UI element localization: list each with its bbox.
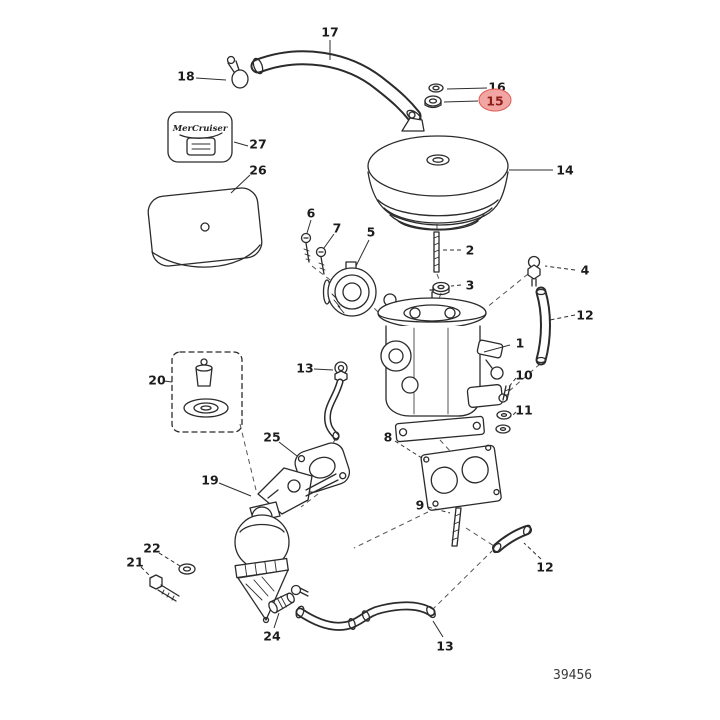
screw-7 [315, 246, 327, 275]
fitting-4 [527, 255, 541, 287]
air-hose [250, 50, 422, 124]
nuts-11 [495, 410, 512, 434]
callout-13-bottom[interactable]: 13 [436, 639, 453, 654]
leader-line-20 [163, 380, 173, 383]
leader-line-12-right [549, 314, 576, 321]
leader-line-10 [507, 377, 517, 389]
stud-10 [502, 385, 511, 401]
screw-6 [300, 232, 312, 263]
stud-9 [451, 507, 462, 547]
fitting-24 [268, 592, 295, 614]
highlight-circle [478, 88, 512, 112]
callout-19[interactable]: 19 [201, 473, 218, 488]
brand-decal [167, 111, 233, 163]
leader-line-13-left [313, 368, 334, 371]
callout-7[interactable]: 7 [333, 221, 342, 236]
washer-22 [178, 563, 196, 575]
callout-5[interactable]: 5 [367, 225, 376, 240]
fuel-pump [234, 467, 339, 624]
stud-2 [433, 231, 440, 273]
nut-15 [424, 95, 442, 109]
leader-line-12-bottom [523, 542, 542, 560]
callout-1[interactable]: 1 [516, 336, 525, 351]
repair-kit [171, 351, 243, 433]
callout-4[interactable]: 4 [581, 263, 590, 278]
hose-12-right [535, 286, 551, 366]
leader-line-3 [450, 284, 462, 287]
leader-line-15 [443, 100, 479, 103]
hose-clamp [226, 55, 249, 89]
callout-8[interactable]: 8 [384, 430, 393, 445]
callout-21[interactable]: 21 [126, 555, 143, 570]
callout-9[interactable]: 9 [416, 498, 425, 513]
nut-16 [428, 83, 444, 93]
callout-27[interactable]: 27 [249, 137, 266, 152]
leader-line-5 [355, 239, 370, 267]
base-gasket [420, 444, 502, 511]
leader-line-4 [544, 265, 576, 271]
doc-number: 39456 [553, 668, 592, 683]
callout-12-right[interactable]: 12 [576, 308, 593, 323]
callout-10[interactable]: 10 [515, 368, 533, 383]
leader-line-6 [306, 219, 312, 234]
callout-12-bottom[interactable]: 12 [536, 560, 553, 575]
leader-line-21 [140, 566, 153, 579]
leader-line-16 [446, 87, 488, 90]
leader-line-11 [510, 411, 517, 418]
fuel-fitting-13-left [324, 361, 348, 441]
leader-line-25 [278, 441, 298, 457]
nut-3 [432, 281, 450, 296]
leader-line-8 [394, 440, 426, 461]
leader-line-13-bottom [432, 620, 444, 638]
brand-decal-text: MerCruiser [172, 124, 228, 134]
callout-26[interactable]: 26 [249, 163, 267, 178]
air-cleaner [367, 111, 509, 231]
leader-line-27 [233, 141, 249, 147]
leader-line-24 [273, 612, 280, 629]
callout-20[interactable]: 20 [148, 373, 166, 388]
carburetor [377, 289, 508, 443]
hose-12-bottom [492, 524, 532, 554]
callout-24[interactable]: 24 [263, 629, 281, 644]
callout-14[interactable]: 14 [556, 163, 574, 178]
bolt-21 [149, 574, 180, 602]
leader-line-22 [158, 552, 181, 567]
callout-18[interactable]: 18 [177, 69, 194, 84]
leader-line-9 [427, 506, 451, 514]
callout-2[interactable]: 2 [466, 243, 475, 258]
leader-line-7 [323, 233, 335, 249]
fuel-line-13-bottom [295, 601, 436, 631]
cover [147, 187, 263, 268]
callout-6[interactable]: 6 [307, 206, 316, 221]
callout-17[interactable]: 17 [321, 25, 338, 40]
callout-22[interactable]: 22 [143, 541, 160, 556]
choke-cover [322, 261, 377, 317]
leader-line-26 [230, 174, 251, 194]
callout-3[interactable]: 3 [466, 278, 475, 293]
callout-13-left[interactable]: 13 [296, 361, 313, 376]
leader-line-19 [218, 482, 252, 497]
leader-line-18 [195, 77, 227, 81]
callout-25[interactable]: 25 [263, 430, 280, 445]
leader-line-1 [483, 344, 511, 353]
callout-11[interactable]: 11 [515, 403, 532, 418]
callout-15[interactable]: 15 [486, 94, 503, 109]
